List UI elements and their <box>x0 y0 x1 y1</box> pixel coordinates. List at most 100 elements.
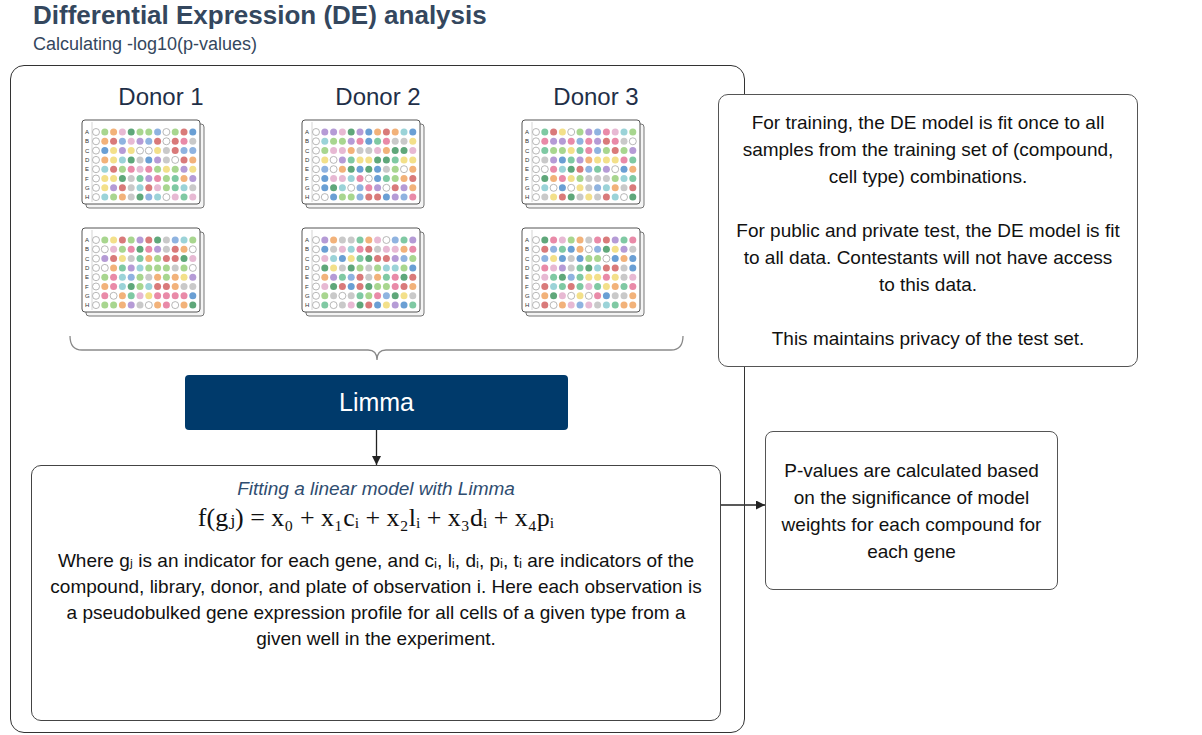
well <box>313 264 320 271</box>
well <box>612 147 619 154</box>
well <box>145 292 152 299</box>
well <box>594 283 601 290</box>
well <box>629 156 636 163</box>
arrow-connector <box>721 504 765 505</box>
well <box>550 156 557 163</box>
well <box>110 129 117 136</box>
well <box>339 237 346 244</box>
well <box>365 129 372 136</box>
well <box>550 283 557 290</box>
well <box>621 138 628 145</box>
well <box>585 255 592 262</box>
well <box>313 246 320 253</box>
well <box>594 237 601 244</box>
well <box>128 255 135 262</box>
well <box>585 302 592 309</box>
row-letter: A <box>525 236 529 244</box>
row-letter: E <box>85 165 89 173</box>
well <box>365 237 372 244</box>
well <box>339 184 346 191</box>
well <box>374 292 381 299</box>
well <box>409 147 416 154</box>
callout-box: P-values are calculated based on the sig… <box>765 431 1058 590</box>
well <box>603 129 610 136</box>
well <box>93 147 100 154</box>
well <box>163 264 170 271</box>
well <box>101 292 108 299</box>
well <box>189 237 196 244</box>
well <box>189 175 196 182</box>
well <box>629 194 636 201</box>
well <box>119 194 126 201</box>
well <box>348 292 355 299</box>
well <box>621 194 628 201</box>
well <box>392 292 399 299</box>
well <box>374 129 381 136</box>
well <box>189 138 196 145</box>
well <box>383 255 390 262</box>
well <box>119 156 126 163</box>
well <box>383 156 390 163</box>
well <box>110 175 117 182</box>
well <box>550 129 557 136</box>
well <box>321 237 328 244</box>
well <box>541 129 548 136</box>
well <box>401 194 408 201</box>
well <box>401 156 408 163</box>
well-plate <box>522 120 644 208</box>
row-letter: A <box>85 128 89 136</box>
well <box>330 292 337 299</box>
panel-body: Where gⱼ is an indicator for each gene, … <box>50 548 702 652</box>
well <box>612 184 619 191</box>
well <box>93 175 100 182</box>
well <box>612 255 619 262</box>
well <box>621 175 628 182</box>
well <box>568 246 575 253</box>
well <box>163 255 170 262</box>
well <box>181 283 188 290</box>
well <box>577 129 584 136</box>
well <box>612 166 619 173</box>
well <box>559 237 566 244</box>
well <box>621 147 628 154</box>
well <box>533 194 540 201</box>
well <box>392 302 399 309</box>
well <box>365 147 372 154</box>
well <box>374 147 381 154</box>
well <box>348 166 355 173</box>
well <box>163 302 170 309</box>
well <box>612 302 619 309</box>
well <box>348 194 355 201</box>
well <box>145 264 152 271</box>
well <box>154 156 161 163</box>
well <box>621 184 628 191</box>
note-text: This maintains privacy of the test set. <box>735 325 1121 352</box>
well <box>612 264 619 271</box>
well <box>313 166 320 173</box>
well <box>374 156 381 163</box>
well <box>594 184 601 191</box>
well <box>392 274 399 281</box>
well <box>383 129 390 136</box>
well <box>409 292 416 299</box>
well <box>594 264 601 271</box>
well <box>357 175 364 182</box>
well <box>577 302 584 309</box>
well <box>577 283 584 290</box>
well <box>383 237 390 244</box>
well <box>348 156 355 163</box>
well <box>585 246 592 253</box>
well <box>603 138 610 145</box>
well <box>189 166 196 173</box>
well <box>145 274 152 281</box>
well <box>365 274 372 281</box>
well <box>550 175 557 182</box>
well <box>392 129 399 136</box>
well <box>321 175 328 182</box>
row-letter: C <box>305 255 309 263</box>
well <box>110 166 117 173</box>
well <box>559 147 566 154</box>
well <box>154 175 161 182</box>
well <box>621 129 628 136</box>
well <box>357 246 364 253</box>
